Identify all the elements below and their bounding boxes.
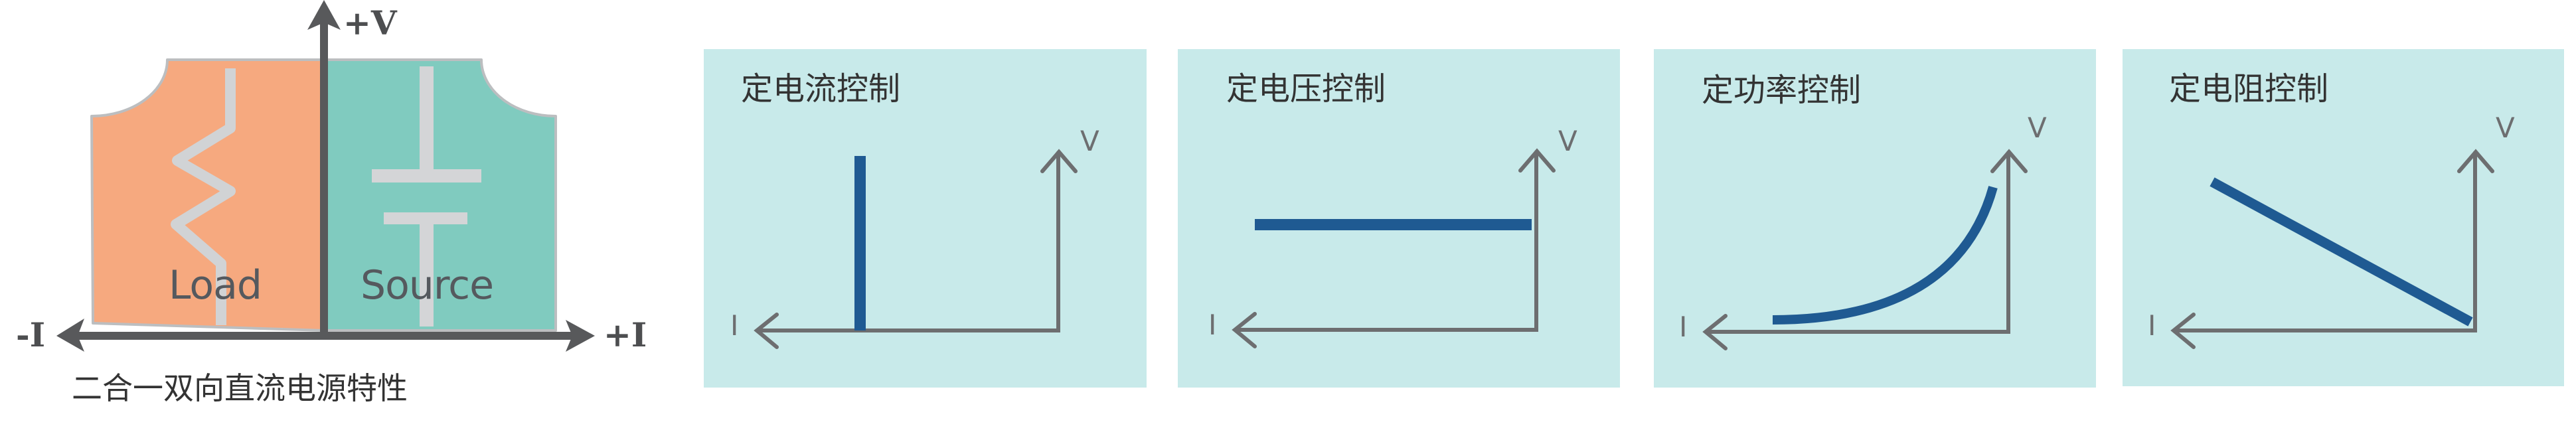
iv-plot	[2170, 149, 2494, 349]
negative-i-axis-label: -I	[16, 315, 46, 354]
v-axis-label: V	[1080, 125, 1099, 157]
axes	[1232, 148, 1556, 348]
panel-title: 定电流控制	[741, 70, 901, 108]
panel-title: 定电阻控制	[2169, 70, 2329, 108]
i-axis-label: I	[2148, 309, 2156, 342]
v-axis-arrow	[307, 0, 341, 336]
v-axis-label: V	[1558, 125, 1577, 157]
panel-constant-resistance: 定电阻控制 I V	[2123, 49, 2564, 386]
axes	[2170, 149, 2494, 349]
iv-plot	[1232, 148, 1556, 348]
bidirectional-characteristic-diagram: +V -I +I Load Source 二合一双向直流电源特性	[0, 0, 664, 438]
panel-constant-current: 定电流控制 I V	[704, 49, 1147, 388]
v-axis-label: V	[2028, 111, 2047, 144]
axes	[754, 149, 1078, 349]
v-axis-label: V	[2496, 111, 2515, 144]
axes	[1702, 149, 2028, 350]
panel-title: 定电压控制	[1226, 70, 1386, 108]
panel-constant-power: 定功率控制 I V	[1654, 49, 2096, 388]
load-label: Load	[169, 262, 262, 309]
panel-title: 定功率控制	[1702, 72, 1862, 109]
quadrant-graphic	[56, 0, 595, 352]
load-region	[90, 58, 325, 332]
iv-plot	[754, 149, 1078, 349]
constant-power-curve	[1772, 186, 1998, 325]
battery-icon	[372, 66, 481, 327]
source-region	[323, 58, 557, 332]
source-label: Source	[361, 262, 494, 309]
constant-resistance-curve	[2210, 177, 2473, 327]
i-axis-label: I	[730, 309, 739, 342]
i-axis-label: I	[1208, 309, 1217, 341]
i-axis-label: I	[1679, 311, 1688, 343]
v-axis-label: +V	[343, 3, 397, 42]
constant-current-curve	[854, 156, 866, 330]
i-axis-arrow	[56, 319, 595, 352]
iv-plot	[1702, 149, 2028, 350]
resistor-icon	[171, 68, 236, 325]
panel-constant-voltage: 定电压控制 I V	[1178, 49, 1620, 388]
positive-i-axis-label: +I	[604, 315, 647, 354]
constant-voltage-curve	[1255, 219, 1532, 230]
diagram-caption: 二合一双向直流电源特性	[72, 370, 408, 406]
